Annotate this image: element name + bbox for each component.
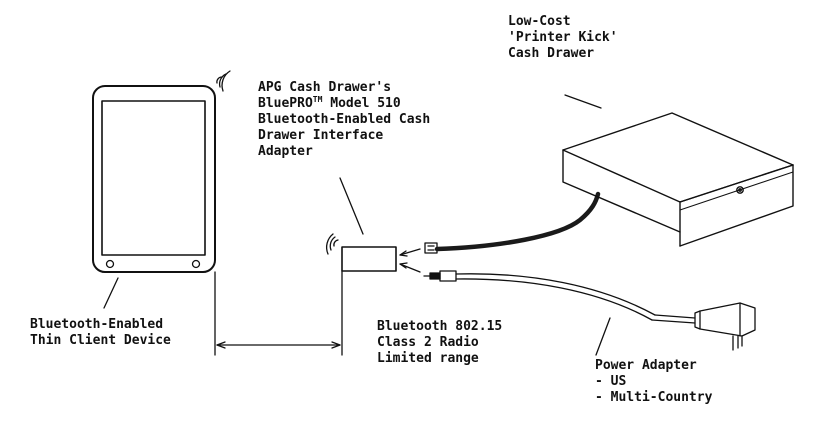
arrow-to-adapter-top [399,248,421,256]
power-adapter-label-line3: - Multi-Country [595,390,713,405]
cash-drawer-box [562,112,794,247]
adapter-box [341,246,397,272]
barrel-plug [423,270,457,282]
adapter-label-line1: APG Cash Drawer's [258,80,392,95]
cash-drawer-label-line1: Low-Cost [508,14,571,29]
leader-thin-client [103,277,119,309]
adapter-brand: BluePRO [258,96,313,111]
trademark-mark: TM [312,95,323,104]
adapter-model: Model 510 [322,96,401,111]
cash-drawer-label-line3: Cash Drawer [508,46,595,61]
leader-cash-drawer [564,94,602,109]
adapter-label: APG Cash Drawer's BluePROTM Model 510 Bl… [258,80,430,160]
power-adapter-label-line2: - US [595,374,627,389]
tablet-button-left [105,259,115,269]
thin-client-label-line2: Thin Client Device [30,333,171,348]
leader-adapter [339,177,364,235]
thin-client-label: Bluetooth-Enabled Thin Client Device [30,317,171,349]
arrow-to-adapter-bottom [399,263,421,273]
cash-drawer-label-line2: 'Printer Kick' [508,30,618,45]
drawer-cable [434,191,601,252]
range-label-line1: Bluetooth 802.15 [377,319,503,334]
adapter-label-line2: BluePROTM Model 510 [258,96,430,112]
range-label-line3: Limited range [377,351,479,366]
leader-power-adapter [595,317,611,356]
tablet-button-right [191,259,201,269]
range-label: Bluetooth 802.15 Class 2 Radio Limited r… [377,319,502,367]
tablet-device [92,85,216,273]
adapter-label-line5: Adapter [258,144,313,159]
adapter-label-line3: Bluetooth-Enabled Cash [258,112,431,127]
thin-client-label-line1: Bluetooth-Enabled [30,317,164,332]
power-adapter-label-line1: Power Adapter [595,358,697,373]
adapter-label-line4: Drawer Interface [258,128,384,143]
range-label-line2: Class 2 Radio [377,335,479,350]
power-plug-icon [694,302,756,351]
bluetooth-signal-icon [325,233,339,255]
power-adapter-label: Power Adapter - US - Multi-Country [595,358,712,406]
bluetooth-signal-icon [216,70,231,92]
cash-drawer-label: Low-Cost 'Printer Kick' Cash Drawer [508,14,618,62]
